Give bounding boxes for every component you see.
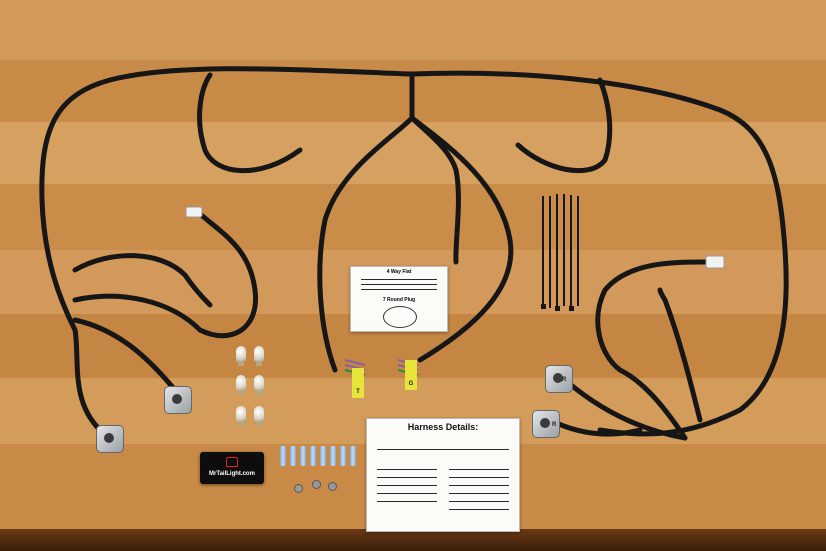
diagram-line <box>377 485 437 486</box>
bulb <box>236 375 246 395</box>
diagram-line <box>449 501 509 502</box>
tail-light-socket <box>545 365 573 393</box>
zip-tie <box>556 194 558 308</box>
zip-tie <box>549 196 551 308</box>
zip-tie <box>563 194 565 306</box>
bulb <box>236 406 246 426</box>
butt-connector <box>320 446 326 466</box>
truck-icon <box>226 457 238 467</box>
screw <box>328 482 337 491</box>
tail-light-socket <box>532 410 560 438</box>
diagram-line <box>377 501 437 502</box>
tail-light-socket <box>164 386 192 414</box>
diagram-line <box>361 289 437 290</box>
wire-tag: G <box>405 360 417 390</box>
screw <box>312 480 321 489</box>
socket-label: R <box>552 422 557 428</box>
butt-connector <box>350 446 356 466</box>
zip-tie <box>542 196 544 306</box>
diagram-line <box>449 469 509 470</box>
diagram-line <box>449 477 509 478</box>
screw <box>294 484 303 493</box>
diagram-line <box>377 477 437 478</box>
bulb <box>254 406 264 426</box>
harness-details-card: Harness Details: <box>366 418 520 532</box>
plug-diagram-card: 4 Way Flat 7 Round Plug <box>350 266 448 332</box>
zip-tie-head <box>569 306 574 311</box>
butt-connector <box>330 446 336 466</box>
diagram-line <box>449 485 509 486</box>
diagram-line <box>361 284 437 285</box>
wire-tag: T <box>352 368 364 398</box>
diagram-line <box>377 493 437 494</box>
butt-connector <box>300 446 306 466</box>
diagram-line <box>449 493 509 494</box>
mrtaillight-logo: MrTailLight.com <box>200 452 264 484</box>
bulb <box>254 375 264 395</box>
diagram-line <box>377 469 437 470</box>
round-plug-icon <box>383 306 417 328</box>
socket-label: R <box>562 377 567 383</box>
diagram-line <box>361 279 437 280</box>
plug-card-heading-bottom: 7 Round Plug <box>382 297 416 303</box>
zip-tie <box>577 196 579 306</box>
tail-light-socket <box>96 425 124 453</box>
wood-plank <box>0 184 826 250</box>
wood-plank <box>0 122 826 184</box>
logo-text: MrTailLight.com <box>209 471 255 477</box>
wood-plank <box>0 0 826 60</box>
harness-details-title: Harness Details: <box>407 422 479 432</box>
plug-card-heading-top: 4 Way Flat <box>386 269 412 275</box>
bulb <box>254 346 264 366</box>
diagram-line <box>449 509 509 510</box>
zip-tie-head <box>541 304 546 309</box>
zip-tie <box>570 195 572 308</box>
diagram-line <box>377 449 509 450</box>
zip-tie-head <box>555 306 560 311</box>
butt-connector <box>340 446 346 466</box>
bulb <box>236 346 246 366</box>
butt-connector <box>280 446 286 466</box>
butt-connector <box>290 446 296 466</box>
butt-connector <box>310 446 316 466</box>
table-edge <box>0 529 826 551</box>
